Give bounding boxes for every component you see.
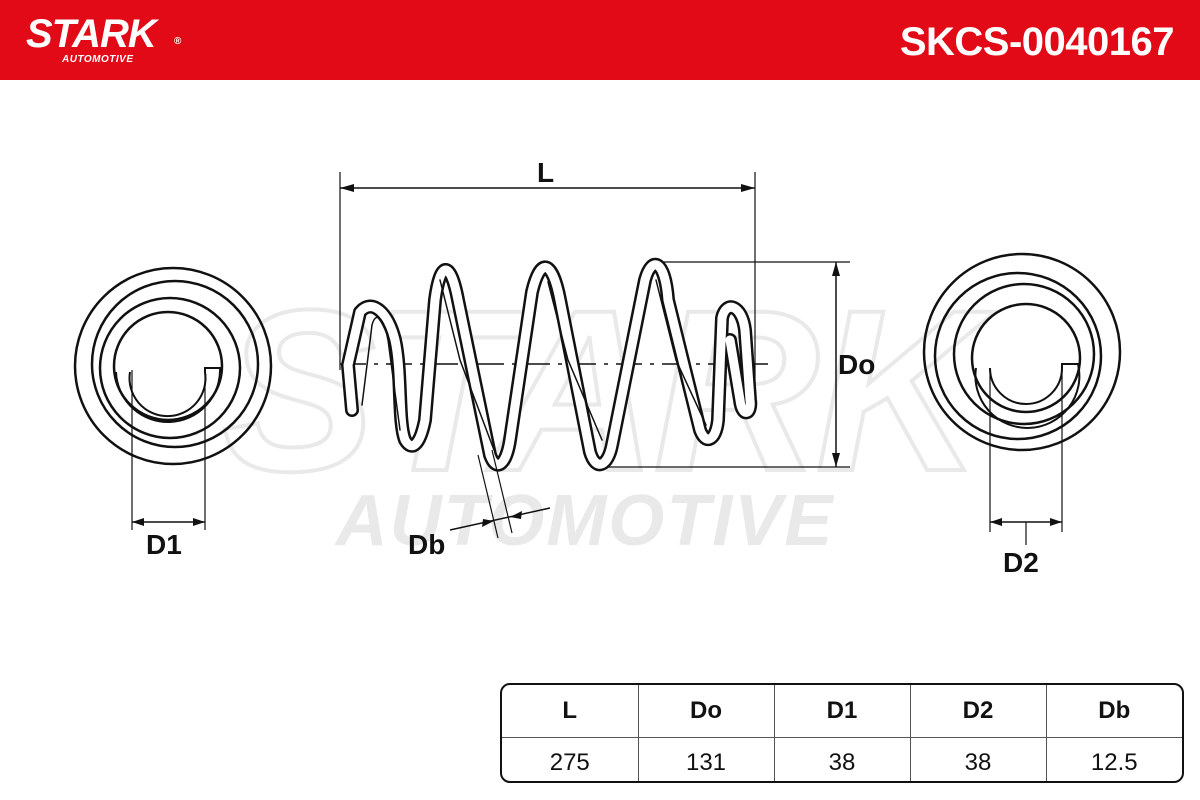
spec-header-do: Do <box>637 685 775 738</box>
spec-value-db: 12.5 <box>1045 737 1182 781</box>
label-d1: D1 <box>146 529 182 560</box>
spec-header-row: L Do D1 D2 Db <box>502 685 1182 738</box>
spec-header-l: L <box>502 685 639 738</box>
brand-logo: STARK ® AUTOMOTIVE <box>26 12 181 66</box>
spec-header-d1: D1 <box>773 685 911 738</box>
brand-subtitle: AUTOMOTIVE <box>62 54 134 65</box>
header-bar: STARK ® AUTOMOTIVE SKCS-0040167 <box>0 0 1200 80</box>
spec-value-d2: 38 <box>909 737 1047 781</box>
right-end-view <box>922 252 1122 452</box>
label-db: Db <box>408 529 446 560</box>
left-end-view <box>73 266 273 466</box>
spring-coils <box>341 257 758 472</box>
part-number: SKCS-0040167 <box>899 20 1175 64</box>
brand-name: STARK <box>26 12 157 56</box>
spec-value-l: 275 <box>502 737 639 781</box>
watermark-subtitle: AUTOMOTIVE <box>334 481 835 561</box>
db-dimension-line <box>449 507 551 531</box>
spec-value-row: 275 131 38 38 12.5 <box>502 737 1182 781</box>
label-d2: D2 <box>1003 547 1039 578</box>
label-do: Do <box>838 349 876 380</box>
registered-mark: ® <box>174 36 182 47</box>
spec-header-d2: D2 <box>909 685 1047 738</box>
spec-table: L Do D1 D2 Db 275 131 38 38 12.5 <box>500 683 1184 783</box>
label-l: L <box>537 157 555 188</box>
spec-value-d1: 38 <box>773 737 911 781</box>
spec-value-do: 131 <box>637 737 775 781</box>
spec-header-db: Db <box>1045 685 1182 738</box>
